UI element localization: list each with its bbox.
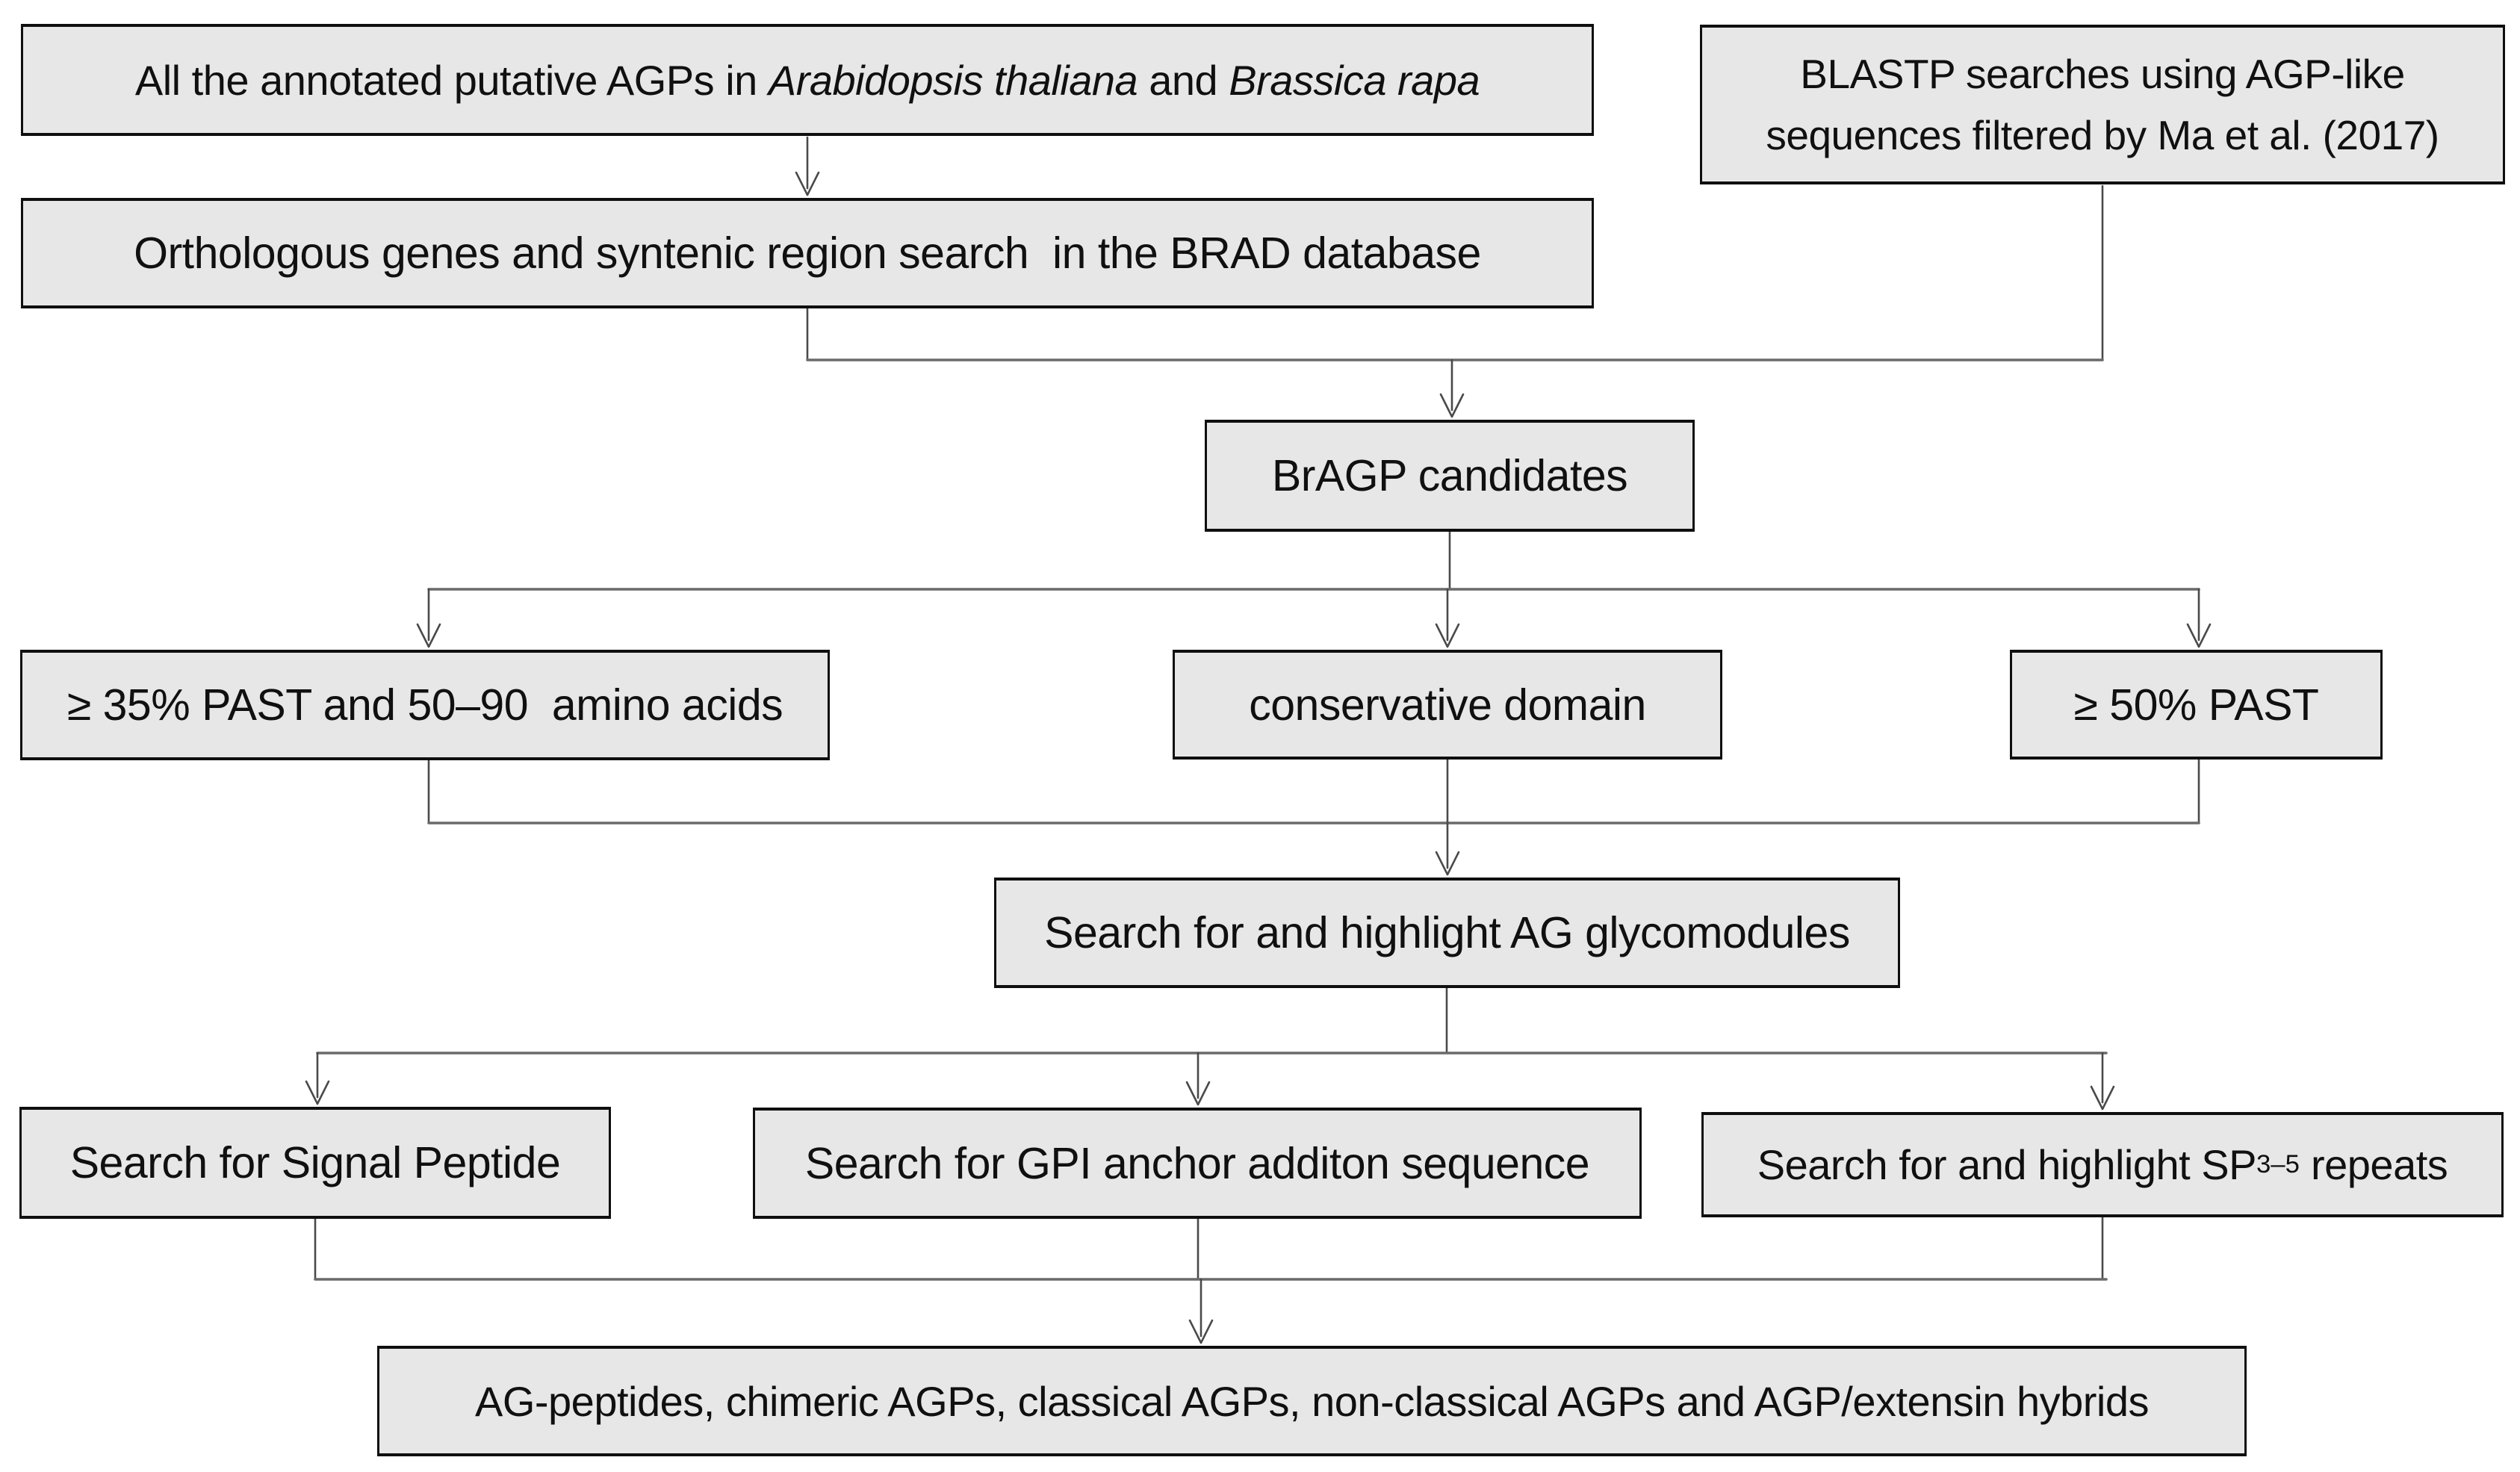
- node-text: conservative domain: [1249, 680, 1646, 730]
- node-bragp-candidates: BrAGP candidates: [1205, 420, 1695, 532]
- node-text-line1: BLASTP searches using AGP-like: [1800, 50, 2405, 97]
- node-text-line2: sequences filtered by Ma et al. (2017): [1766, 112, 2439, 158]
- node-filter-past50: ≥ 50% PAST: [2010, 650, 2383, 760]
- node-classification-result: AG-peptides, chimeric AGPs, classical AG…: [377, 1346, 2247, 1456]
- branch-bragp-to-filters: [416, 530, 2212, 648]
- node-annotated-putative-agps: All the annotated putative AGPs in Arabi…: [21, 24, 1594, 136]
- node-text: ≥ 50% PAST: [2073, 680, 2319, 730]
- arrow-annotated-to-ortho: [795, 136, 820, 196]
- node-orthologous-genes-search: Orthologous genes and syntenic region se…: [21, 198, 1594, 308]
- branch-glycomodules-to-searches: [305, 987, 2115, 1111]
- node-text: All the annotated putative AGPs in: [134, 56, 769, 104]
- merge-ortho-blastp-to-bragp: [806, 184, 2104, 418]
- node-text: Orthologous genes and syntenic region se…: [134, 229, 1481, 278]
- node-text: BrAGP candidates: [1271, 451, 1628, 500]
- node-text: repeats: [2299, 1141, 2448, 1188]
- merge-searches-to-result: [314, 1216, 2108, 1344]
- node-text: and: [1138, 56, 1229, 104]
- species-name-brassica: Brassica rapa: [1229, 56, 1480, 104]
- node-text: Search for and highlight SP: [1757, 1141, 2257, 1188]
- node-text: ≥ 35% PAST and 50–90 amino acids: [66, 680, 783, 730]
- node-text: Search for and highlight AG glycomodules: [1044, 908, 1850, 957]
- species-name-arabidopsis: Arabidopsis thaliana: [768, 56, 1138, 104]
- node-gpi-anchor-search: Search for GPI anchor additon sequence: [753, 1108, 1642, 1219]
- node-text: AG-peptides, chimeric AGPs, classical AG…: [474, 1377, 2150, 1425]
- merge-filters-to-glycomodules: [427, 758, 2200, 876]
- node-filter-past35-amino-acids: ≥ 35% PAST and 50–90 amino acids: [20, 650, 830, 760]
- node-text: Search for Signal Peptide: [69, 1138, 561, 1187]
- node-signal-peptide-search: Search for Signal Peptide: [19, 1107, 611, 1219]
- node-filter-conservative-domain: conservative domain: [1173, 650, 1722, 760]
- node-text: Search for GPI anchor additon sequence: [804, 1138, 1590, 1188]
- subscript-3-5: 3–5: [2256, 1150, 2300, 1178]
- node-ag-glycomodules-search: Search for and highlight AG glycomodules: [994, 878, 1900, 988]
- node-blastp-searches: BLASTP searches using AGP-like sequences…: [1700, 25, 2505, 184]
